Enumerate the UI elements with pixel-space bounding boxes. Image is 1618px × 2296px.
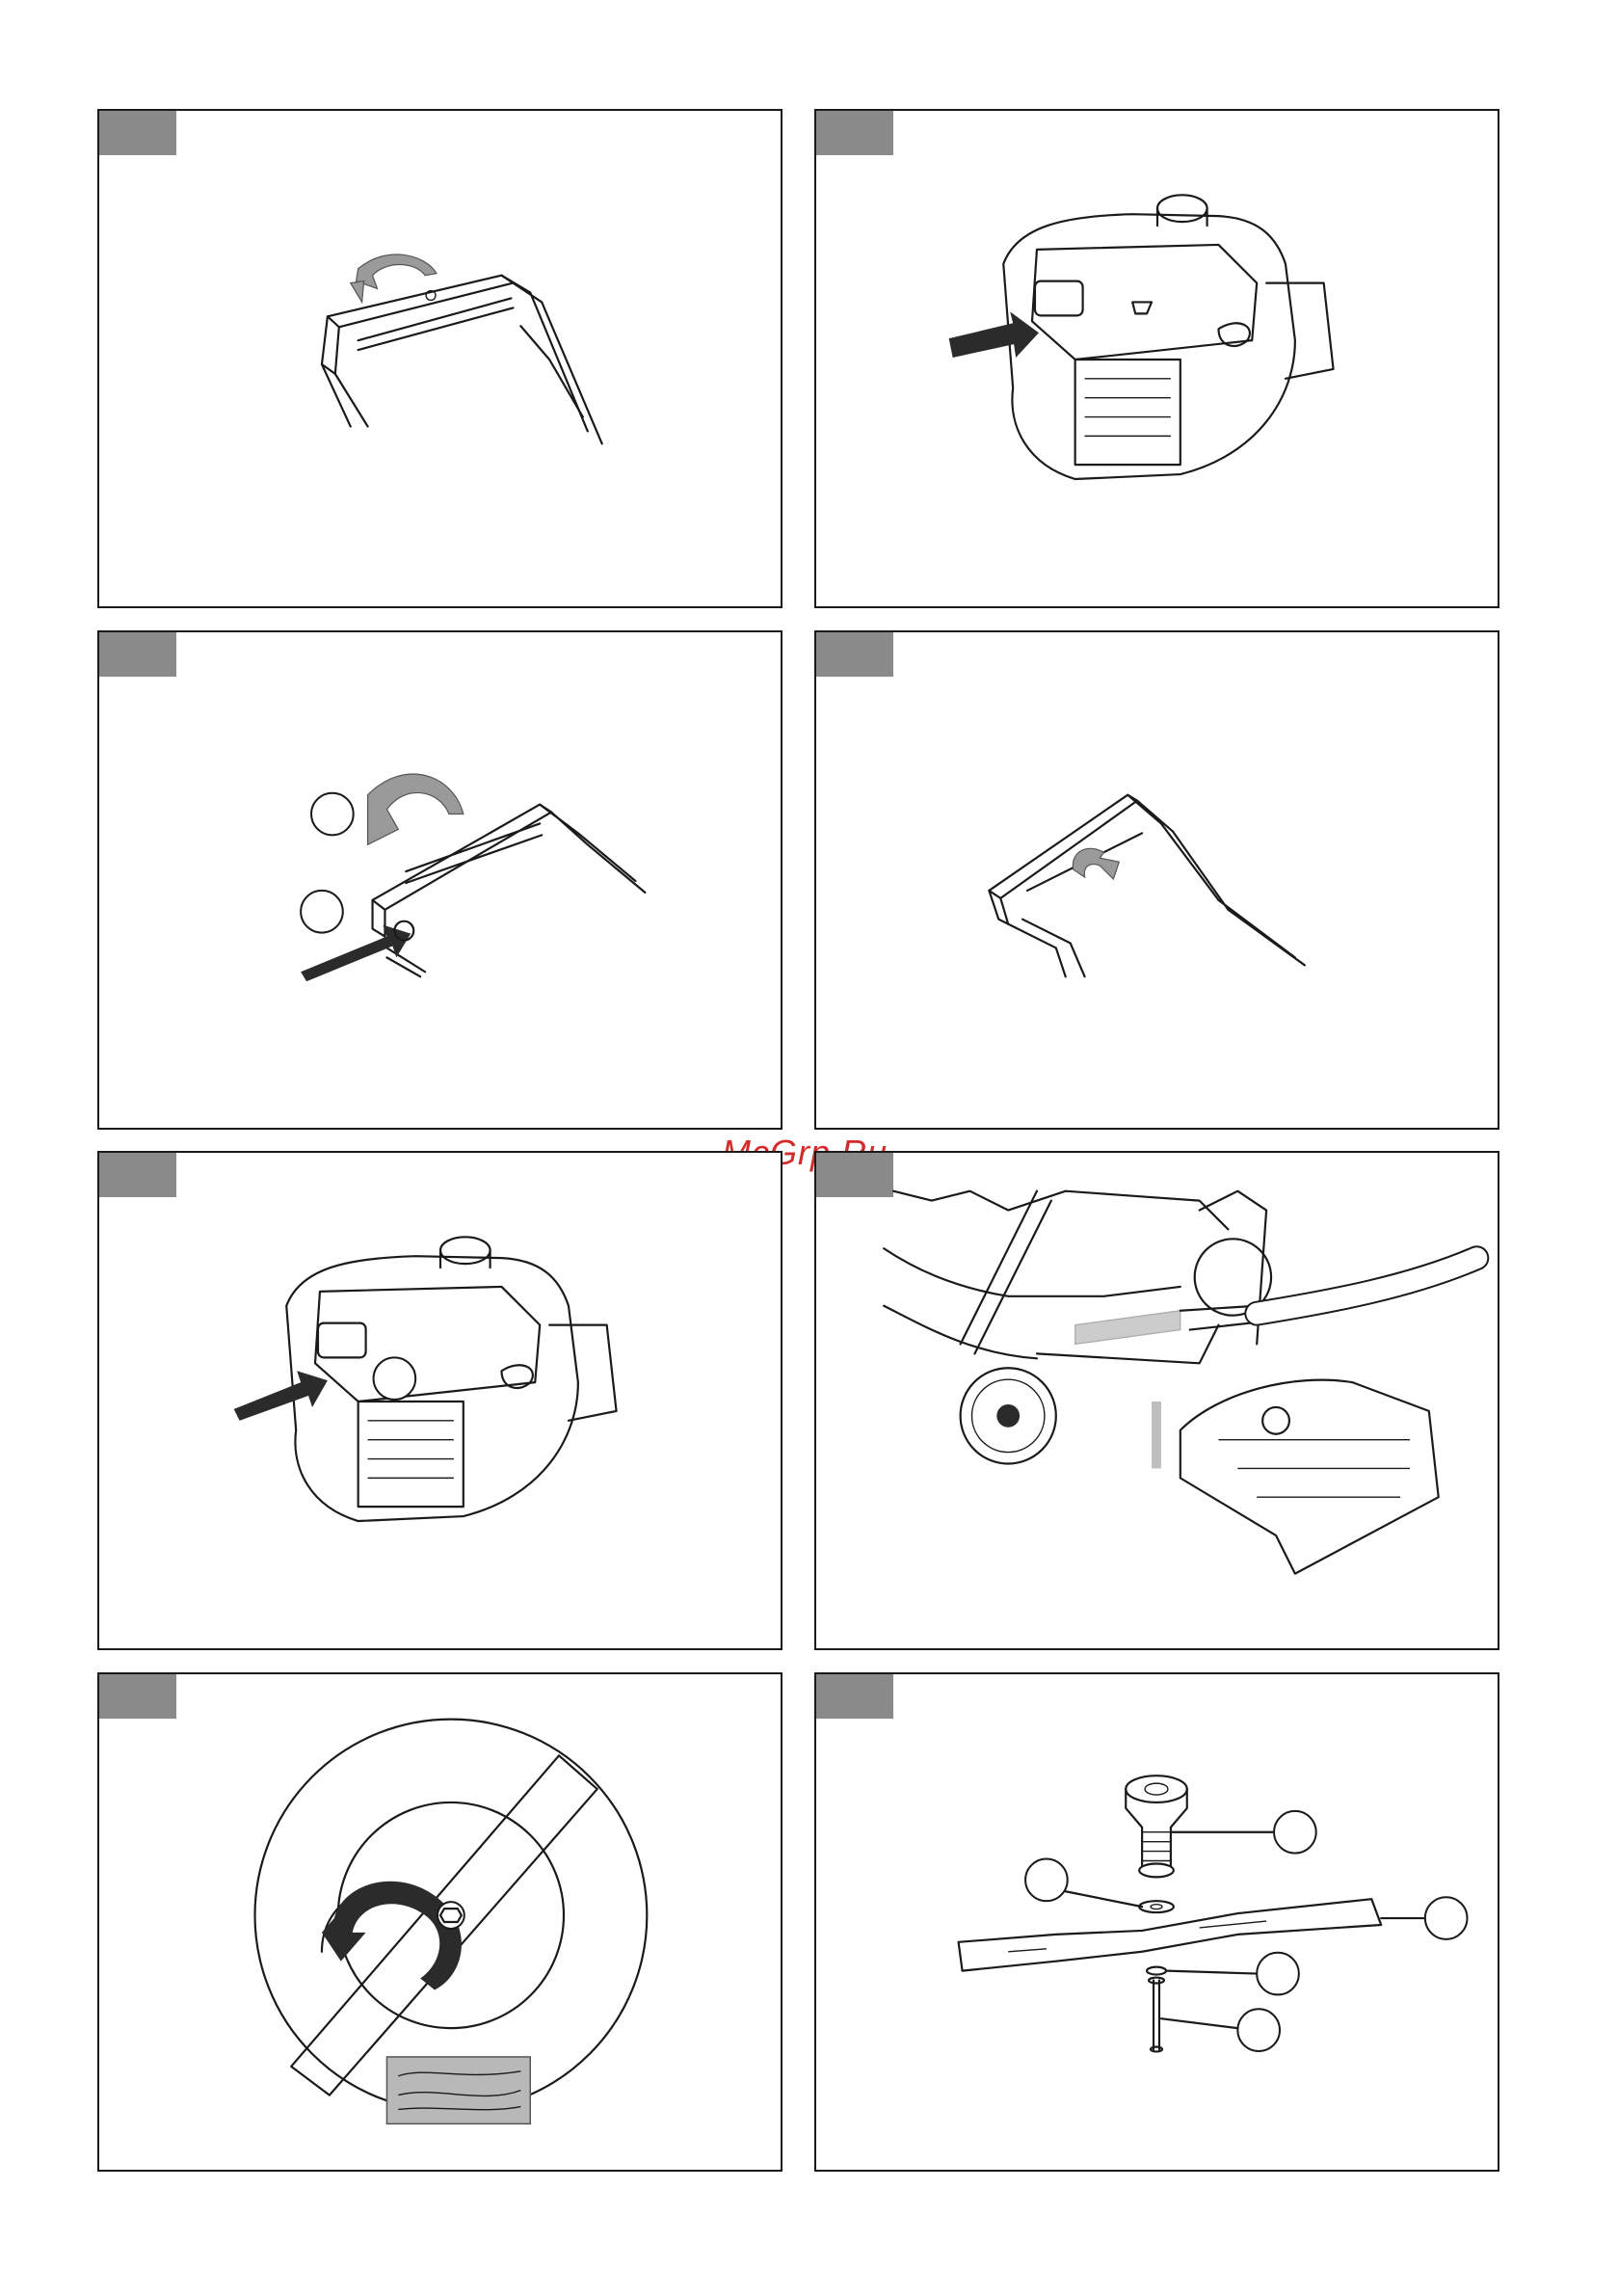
blade-assembly-illustration bbox=[816, 1674, 1498, 2170]
illustration-panel-2 bbox=[814, 109, 1499, 608]
illustration-panel-5 bbox=[97, 1151, 782, 1650]
blade-loosen-illustration bbox=[99, 1674, 781, 2170]
illustration-panel-3 bbox=[97, 630, 782, 1130]
deck-wash-illustration bbox=[816, 1153, 1498, 1648]
illustration-panel-8 bbox=[814, 1672, 1499, 2172]
handle-rotate-back-illustration bbox=[816, 632, 1498, 1128]
illustration-panel-1 bbox=[97, 109, 782, 608]
handle-fold-illustration bbox=[99, 111, 781, 606]
handle-unlock-illustration bbox=[99, 632, 781, 1128]
engine-pull-illustration bbox=[99, 1153, 781, 1648]
illustration-panel-4 bbox=[814, 630, 1499, 1130]
illustration-panel-6 bbox=[814, 1151, 1499, 1650]
engine-throttle-illustration bbox=[816, 111, 1498, 606]
illustration-panel-7 bbox=[97, 1672, 782, 2172]
